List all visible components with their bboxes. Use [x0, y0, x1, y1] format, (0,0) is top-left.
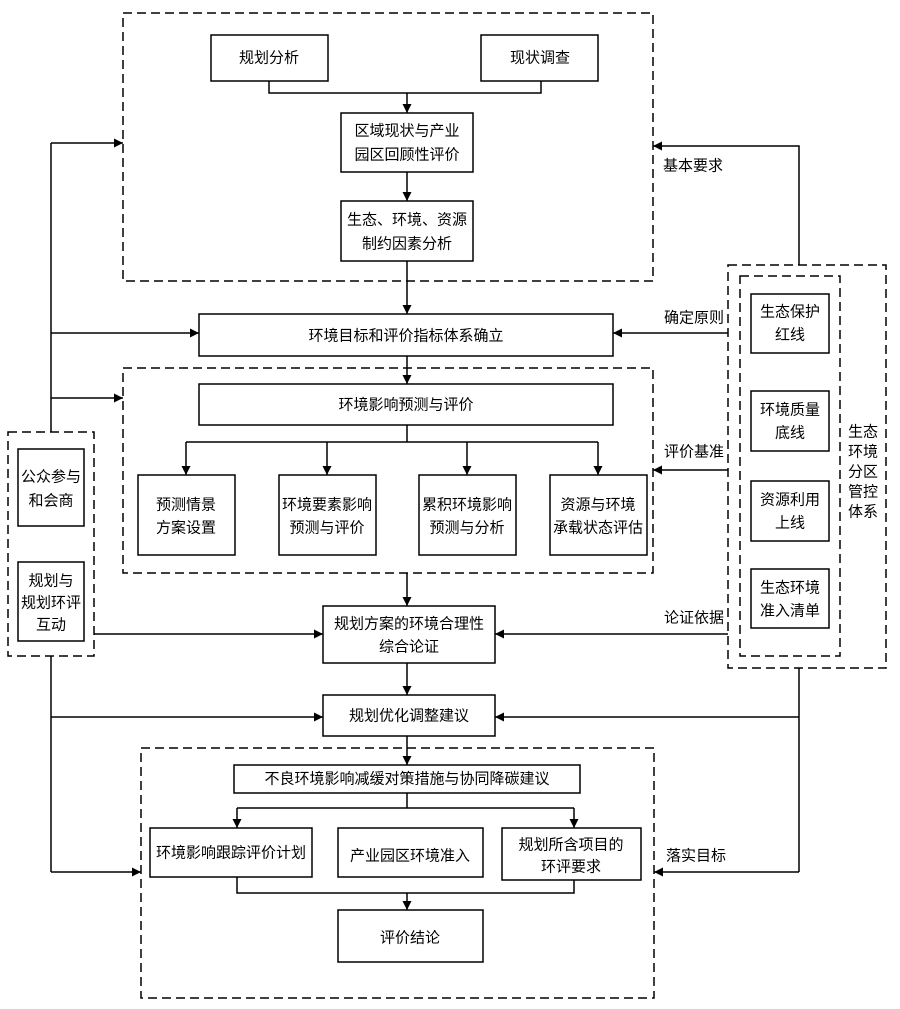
- connectors: [50, 81, 800, 910]
- impact-title-box: [198, 383, 614, 426]
- plan-interaction-label-1: 规划与: [28, 572, 73, 590]
- resource-ceiling-box: [750, 480, 830, 542]
- group-right-inner-dashed: [739, 275, 841, 657]
- rationality-label-1: 规划方案的环境合理性: [334, 615, 484, 633]
- impact-item-capacity-box: [549, 474, 648, 556]
- impact-title-label: 环境影响预测与评价: [338, 396, 473, 414]
- conclusion-label: 评价结论: [380, 929, 440, 947]
- conclusion-box: [337, 909, 484, 963]
- zoning-system-char-3: 分区: [848, 463, 878, 481]
- constraint-analysis-box: [340, 200, 474, 262]
- impact-item-cumulative-label-1: 累积环境影响: [422, 496, 512, 514]
- impact-item-scenario-box: [137, 474, 236, 556]
- plan-analysis-box: [210, 34, 329, 82]
- impact-item-elements-box: [278, 474, 377, 556]
- ecological-redline-box: [750, 293, 830, 354]
- regional-review-box: [340, 112, 474, 173]
- plan-analysis-label: 规划分析: [239, 49, 299, 67]
- objectives-label: 环境目标和评价指标体系确立: [308, 327, 503, 345]
- impact-item-scenario-label-2: 方案设置: [156, 519, 216, 537]
- access-list-box: [750, 568, 830, 629]
- impact-item-cumulative-label-2: 预测与分析: [429, 519, 504, 537]
- status-survey-label: 现状调查: [510, 49, 570, 67]
- quality-baseline-label-2: 底线: [775, 424, 805, 442]
- status-survey-box: [480, 34, 599, 82]
- impact-item-capacity-label-2: 承载状态评估: [553, 519, 643, 537]
- project-requirements-label-1: 规划所含项目的: [518, 836, 623, 854]
- project-requirements-label-2: 环评要求: [541, 858, 601, 876]
- resource-ceiling-label-2: 上线: [775, 514, 805, 532]
- zoning-system-char-1: 生态: [848, 423, 878, 441]
- regional-review-label-2: 园区回顾性评价: [354, 146, 459, 164]
- impact-item-cumulative-box: [418, 474, 517, 556]
- impact-item-capacity-label-1: 资源与环境: [560, 496, 635, 514]
- objectives-box: [198, 313, 614, 357]
- zoning-system-char-5: 体系: [848, 503, 878, 521]
- edge-label-targets: 落实目标: [666, 847, 726, 865]
- access-list-label-2: 准入清单: [760, 602, 820, 620]
- optimization-label: 规划优化调整建议: [349, 707, 469, 725]
- project-requirements-box: [501, 827, 642, 881]
- plan-interaction-label-2: 规划环评: [21, 594, 81, 612]
- access-list-label-1: 生态环境: [760, 579, 820, 597]
- zoning-system-char-2: 环境: [848, 443, 878, 461]
- rationality-box: [322, 605, 496, 664]
- constraint-analysis-label-1: 生态、环境、资源: [347, 211, 467, 229]
- mitigation-box: [233, 764, 581, 794]
- constraint-analysis-label-2: 制约因素分析: [362, 235, 452, 253]
- public-participation-label-2: 和会商: [28, 492, 73, 510]
- optimization-box: [322, 694, 496, 737]
- zoning-system-label: 生态 环境 分区 管控 体系: [848, 423, 878, 521]
- edge-label-criteria: 评价基准: [664, 443, 724, 461]
- edge-label-basic-requirements: 基本要求: [663, 157, 723, 175]
- regional-review-label-1: 区域现状与产业: [354, 122, 459, 140]
- public-participation-label-1: 公众参与: [21, 468, 81, 486]
- impact-item-elements-label-2: 预测与评价: [289, 519, 364, 537]
- impact-item-scenario-label-1: 预测情景: [156, 496, 216, 514]
- quality-baseline-box: [750, 390, 830, 452]
- park-access-label: 产业园区环境准入: [350, 847, 470, 865]
- tracking-plan-box: [149, 827, 313, 878]
- impact-item-elements-label-1: 环境要素影响: [282, 496, 372, 514]
- ecological-redline-label-1: 生态保护: [760, 303, 820, 321]
- mitigation-label: 不良环境影响减缓对策措施与协同降碳建议: [264, 770, 549, 788]
- public-participation-box: [17, 448, 85, 527]
- plan-interaction-box: [17, 561, 85, 642]
- zoning-system-char-4: 管控: [848, 483, 878, 501]
- park-access-box: [337, 827, 484, 878]
- edge-label-principles: 确定原则: [664, 309, 724, 327]
- resource-ceiling-label-1: 资源利用: [760, 491, 820, 509]
- edge-label-basis: 论证依据: [664, 609, 724, 627]
- quality-baseline-label-1: 环境质量: [760, 401, 820, 419]
- tracking-plan-label: 环境影响跟踪评价计划: [156, 844, 306, 862]
- ecological-redline-label-2: 红线: [775, 326, 805, 344]
- group-right-outer-dashed: [727, 264, 887, 669]
- rationality-label-2: 综合论证: [379, 638, 439, 656]
- plan-interaction-label-3: 互动: [36, 616, 66, 634]
